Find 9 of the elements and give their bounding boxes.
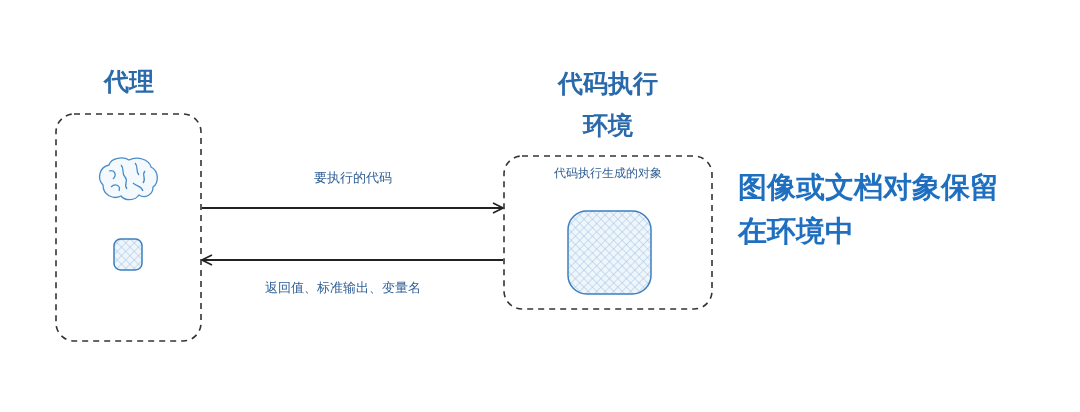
arrow [201,254,504,266]
hatched-square [113,238,143,271]
edge-label: 要执行的代码 [311,169,394,187]
heading: 代码执行环境 [556,68,659,142]
heading: 代理 [102,66,155,98]
arrow [201,202,504,214]
note-text: 图像或文档对象保留在环境中 [738,169,1000,250]
box-label: 代码执行生成的对象 [553,165,663,182]
hatched-square [567,210,652,295]
